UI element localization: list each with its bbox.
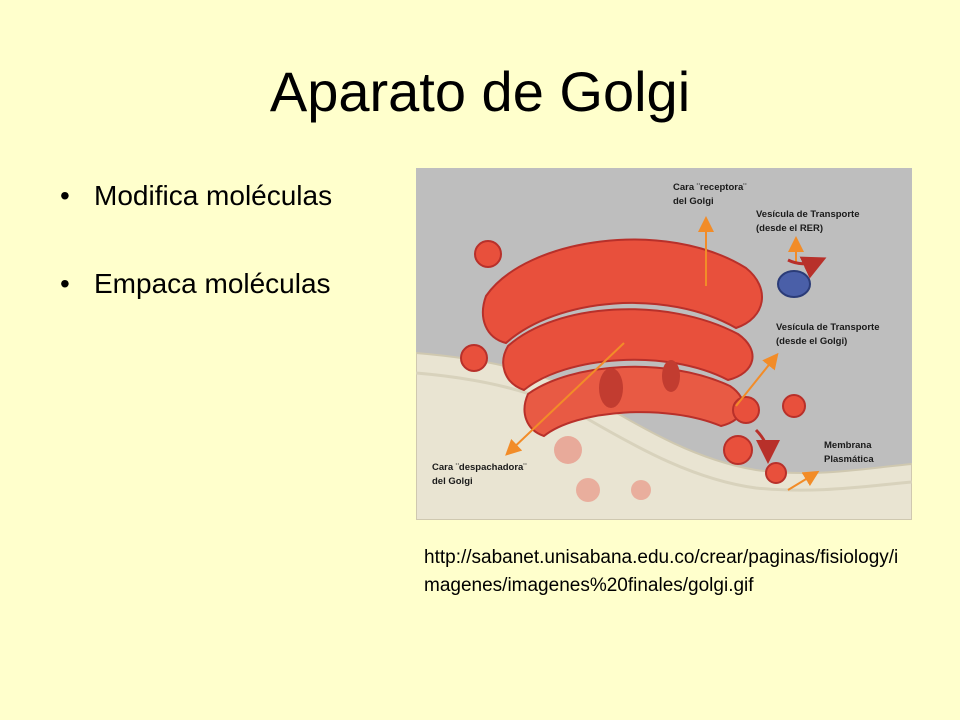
- vesicle: [765, 462, 787, 484]
- vesicle: [631, 480, 651, 500]
- label-rer-line1: Vesícula de Transporte: [756, 209, 860, 220]
- bullet-text: Empaca moléculas: [94, 268, 331, 299]
- golgi-illustration: Cara ¨receptora¨ del Golgi Vesícula de T…: [416, 168, 912, 520]
- vesicle-movement-arrow: [754, 428, 780, 464]
- label-receptora-line2: del Golgi: [673, 196, 714, 207]
- vesicle: [576, 478, 600, 502]
- slide-title: Aparato de Golgi: [269, 60, 691, 123]
- bullet-text: Modifica moléculas: [94, 180, 333, 211]
- bullet-item: • Empaca moléculas: [60, 266, 332, 302]
- vesicle: [474, 240, 502, 268]
- label-despachadora-line1: Cara ¨despachadora¨: [432, 462, 527, 473]
- label-golgi-vesicle-line1: Vesícula de Transporte: [776, 322, 880, 333]
- label-golgi-vesicle-line2: (desde el Golgi): [776, 336, 847, 347]
- vesicle: [782, 394, 806, 418]
- plasma-membrane-edge: [416, 371, 912, 492]
- label-membrana-line1: Membrana: [824, 440, 872, 451]
- golgi-diagram: Cara ¨receptora¨ del Golgi Vesícula de T…: [416, 182, 912, 520]
- label-despachadora-line2: del Golgi: [432, 476, 473, 487]
- vesicle: [460, 344, 488, 372]
- vesicle: [554, 436, 582, 464]
- bullet-list: • Modifica moléculas • Empaca moléculas: [60, 178, 332, 302]
- blue-transport-vesicle: [777, 270, 811, 298]
- image-source-caption: http://sabanet.unisabana.edu.co/crear/pa…: [424, 547, 899, 596]
- vesicle-movement-arrow: [787, 256, 827, 279]
- label-arrows: [505, 216, 820, 491]
- vesicle: [732, 396, 760, 424]
- golgi-stack: [481, 238, 763, 438]
- bullet-marker: •: [60, 180, 70, 211]
- bullet-item: • Modifica moléculas: [60, 178, 332, 214]
- label-rer-line2: (desde el RER): [756, 223, 823, 234]
- label-membrana-line2: Plasmática: [824, 454, 874, 465]
- bullet-marker: •: [60, 268, 70, 299]
- label-receptora-line1: Cara ¨receptora¨: [673, 182, 747, 193]
- vesicle: [723, 435, 753, 465]
